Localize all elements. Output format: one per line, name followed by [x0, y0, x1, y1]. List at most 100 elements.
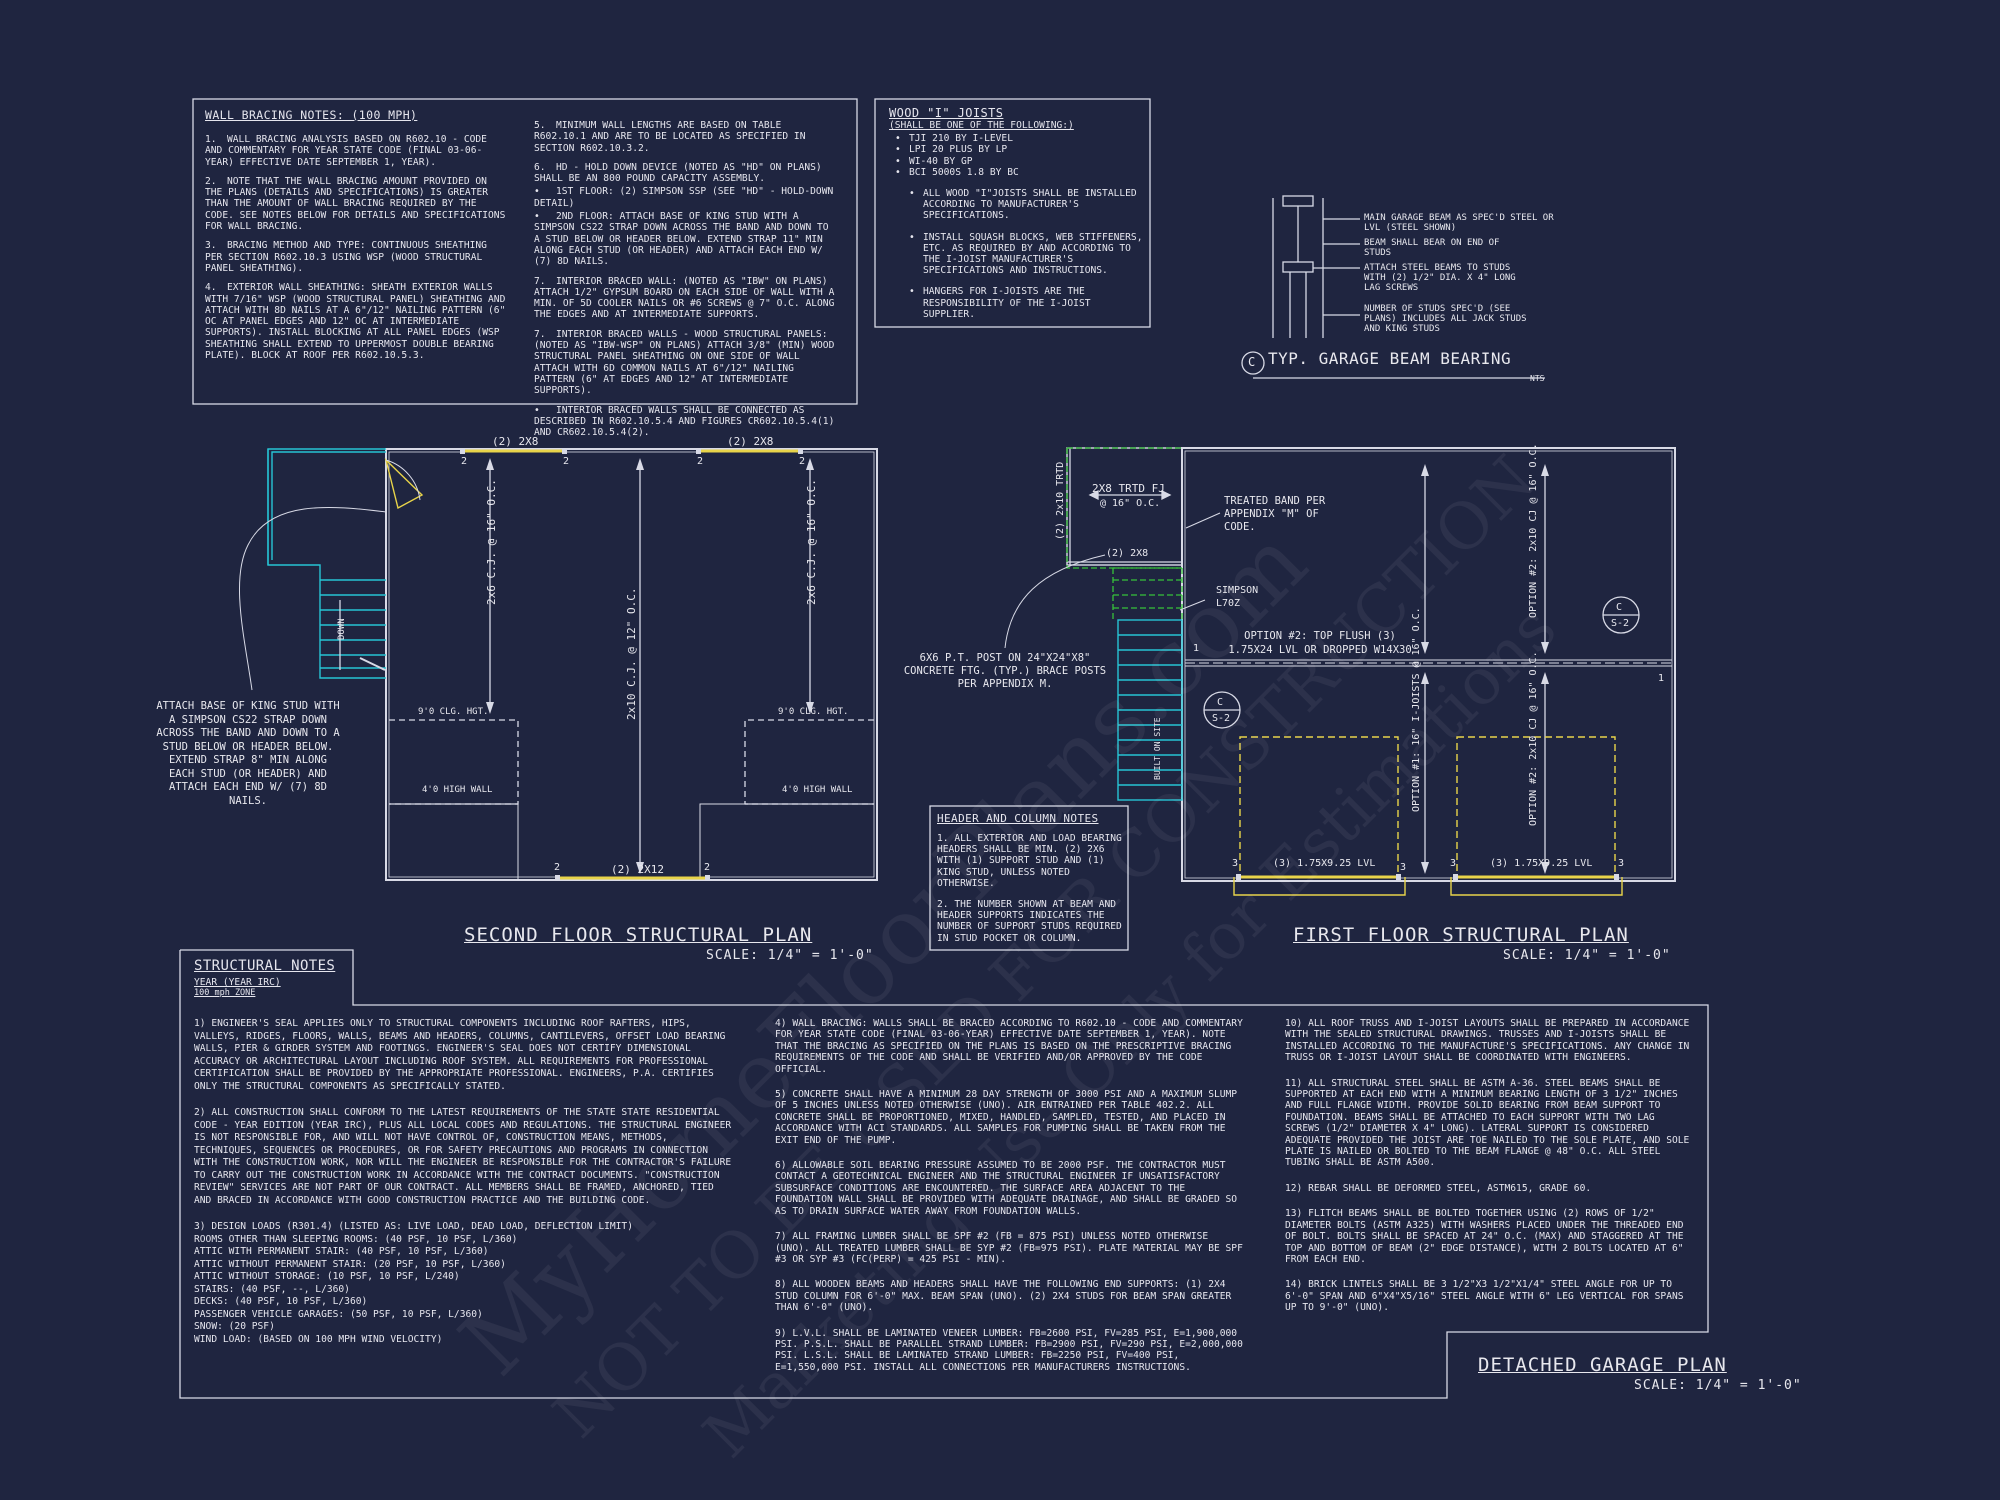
structural-notes-title: STRUCTURAL NOTES: [194, 958, 336, 974]
trtd-fj-label: 2x8 TRTD FJ: [1092, 482, 1165, 495]
beam-detail-title: TYP. GARAGE BEAM BEARING: [1268, 349, 1512, 368]
joist-note: ALL WOOD "I"JOISTS SHALL BE INSTALLED AC…: [909, 188, 1144, 222]
second-floor-title: SECOND FLOOR STRUCTURAL PLAN: [464, 924, 813, 946]
structural-note: 9) L.V.L. SHALL BE LAMINATED VENEER LUMB…: [775, 1327, 1243, 1373]
beam-callout-4: NUMBER OF STUDS SPEC'D (SEE PLANS) INCLU…: [1364, 304, 1527, 334]
joist-notes-border: [874, 98, 1151, 328]
option-left-label: OPTION #1: 16" I-JOISTS @ 16" O.C.: [1411, 607, 1422, 812]
stud-count: 3: [1400, 862, 1407, 873]
joist-note: HANGERS FOR I-JOISTS ARE THE RESPONSIBIL…: [909, 286, 1144, 320]
trtd-vert-label: (2) 2x10 TRTD: [1055, 461, 1066, 540]
design-loads-head: 3) DESIGN LOADS (R301.4) (LISTED AS: LIV…: [194, 1221, 633, 1232]
wall-bracing-note: 1ST FLOOR: (2) SIMPSON SSP (SEE "HD" - H…: [534, 186, 834, 209]
wall-bracing-note: BRACING METHOD AND TYPE: CONTINUOUS SHEA…: [205, 240, 487, 274]
design-load: SNOW: (20 PSF): [194, 1321, 275, 1332]
clg-height-left: 9'0 CLG. HGT.: [418, 707, 489, 717]
structural-notes-zone: 100 mph ZONE: [194, 988, 256, 999]
stud-count: 1: [1193, 643, 1200, 654]
structural-notes-col3: 10) ALL ROOF TRUSS AND I-JOIST LAYOUTS S…: [1285, 1018, 1690, 1324]
option2-beam-note: OPTION #2: TOP FLUSH (3) 1.75x24 LVL OR …: [1228, 630, 1412, 656]
joist-subtitle: (SHALL BE ONE OF THE FOLLOWING:): [889, 120, 1074, 131]
stud-count: 2: [704, 862, 711, 873]
post-footing-note: 6x6 P.T. POST ON 24"x24"x8" CONCRETE FTG…: [903, 652, 1107, 690]
option-right-label: OPTION #2: 2x10 CJ @ 16" O.C.: [1528, 651, 1539, 826]
simpson-note: SIMPSON L70Z: [1216, 585, 1259, 609]
structural-note: 7) ALL FRAMING LUMBER SHALL BE SPF #2 (F…: [775, 1231, 1243, 1265]
stud-count: 2: [697, 456, 704, 467]
first-floor-title: FIRST FLOOR STRUCTURAL PLAN: [1293, 924, 1629, 946]
wall-bracing-note: INTERIOR BRACED WALLS - WOOD STRUCTURAL …: [534, 328, 835, 397]
beam-callout-2: BEAM SHALL BEAR ON END OF STUDS: [1364, 238, 1500, 258]
beam-callout-3: ATTACH STEEL BEAMS TO STUDS WITH (2) 1/2…: [1364, 263, 1516, 293]
header-notes-title: HEADER AND COLUMN NOTES: [937, 812, 1099, 825]
garage-beam-detail: [1241, 195, 1545, 379]
design-load: ATTIC WITH PERMANENT STAIR: (40 PSF, 10 …: [194, 1246, 489, 1257]
second-header-3: (2) 2x12: [611, 863, 664, 876]
tag-sheet-left: S-2: [1212, 713, 1231, 724]
wall-bracing-note: INTERIOR BRACED WALLS SHALL BE CONNECTED…: [534, 404, 835, 439]
lvl-right-label: (3) 1.75x9.25 LVL: [1490, 858, 1593, 869]
structural-note: 4) WALL BRACING: WALLS SHALL BE BRACED A…: [775, 1018, 1243, 1075]
beam-detail-scale: NTS: [1530, 374, 1545, 383]
tag-letter-right: C: [1616, 602, 1623, 613]
design-load: ROOMS OTHER THAN SLEEPING ROOMS: (40 PSF…: [194, 1233, 518, 1245]
wall-bracing-note: MINIMUM WALL LENGTHS ARE BASED ON TABLE …: [534, 120, 806, 154]
structural-note: 2) ALL CONSTRUCTION SHALL CONFORM TO THE…: [194, 1107, 732, 1206]
wall-bracing-note: INTERIOR BRACED WALL: (NOTED AS "IBW" ON…: [534, 275, 835, 321]
treated-band-note: TREATED BAND PER APPENDIX "M" OF CODE.: [1224, 495, 1326, 533]
lvl-left-label: (3) 1.75x9.25 LVL: [1273, 858, 1376, 869]
stud-count: 2: [554, 862, 561, 873]
stud-count: 2: [799, 456, 806, 467]
wall-bracing-note: 2ND FLOOR: ATTACH BASE OF KING STUD WITH…: [534, 211, 829, 268]
stud-count: 3: [1450, 858, 1457, 869]
stud-count: 2: [461, 456, 468, 467]
joist-title: WOOD "I" JOISTS: [889, 106, 1004, 120]
header-notes-border: [929, 805, 1129, 951]
design-load: PASSENGER VEHICLE GARAGES: (50 PSF, 10 P…: [194, 1308, 483, 1320]
wood-joist-notes: WOOD "I" JOISTS (SHALL BE ONE OF THE FOL…: [889, 106, 1144, 320]
wall-bracing-notes: WALL BRACING NOTES: (100 MPH) 1.WALL BRA…: [205, 108, 845, 446]
joist-brand: WI-40 BY GP: [895, 156, 1144, 167]
wall-bracing-left-column: 1.WALL BRACING ANALYSIS BASED ON R602.10…: [205, 134, 506, 362]
structural-notes-code: YEAR (YEAR IRC): [194, 977, 281, 988]
structural-note: 8) ALL WOODEN BEAMS AND HEADERS SHALL HA…: [775, 1279, 1232, 1314]
design-load: STAIRS: (40 PSF, --, L/360): [194, 1283, 350, 1295]
wall-bracing-right-column: 5.MINIMUM WALL LENGTHS ARE BASED ON TABL…: [534, 120, 835, 439]
wall-bracing-note: HD - HOLD DOWN DEVICE (NOTED AS "HD" ON …: [534, 161, 822, 185]
joist-brand: TJI 210 BY I-LEVEL: [895, 133, 1144, 144]
structural-note: 6) ALLOWABLE SOIL BEARING PRESSURE ASSUM…: [775, 1160, 1238, 1217]
design-load: DECKS: (40 PSF, 10 PSF, L/360): [194, 1296, 368, 1307]
stud-count: 2: [563, 456, 570, 467]
joist-label-mid: 2x10 C.J. @ 12" O.C.: [625, 587, 638, 720]
joist-note: INSTALL SQUASH BLOCKS, WEB STIFFENERS, E…: [909, 232, 1144, 277]
trtd-spacing-label: @ 16" O.C.: [1100, 498, 1161, 509]
tag-sheet-right: S-2: [1611, 618, 1630, 629]
second-floor-walls: [385, 448, 878, 881]
second-header-2: (2) 2x8: [727, 435, 774, 448]
structural-note: 11) ALL STRUCTURAL STEEL SHALL BE ASTM A…: [1285, 1077, 1690, 1169]
stair-built-label: BUILT ON SITE: [1153, 717, 1162, 780]
joist-brand-list: TJI 210 BY I-LEVEL LPI 20 PLUS BY LP WI-…: [889, 133, 1144, 178]
second-header-1: (2) 2x8: [492, 435, 539, 448]
structural-note: 14) BRICK LINTELS SHALL BE 3 1/2"x3 1/2"…: [1285, 1279, 1684, 1314]
header-note: 1. ALL EXTERIOR AND LOAD BEARING HEADERS…: [937, 833, 1122, 889]
band-header-label: (2) 2x8: [1106, 548, 1149, 559]
structural-note: 5) CONCRETE SHALL HAVE A MINIMUM 28 DAY …: [775, 1089, 1238, 1146]
joist-note-list: ALL WOOD "I"JOISTS SHALL BE INSTALLED AC…: [889, 188, 1144, 320]
knee-wall-left: 4'0 HIGH WALL: [422, 785, 493, 795]
first-floor-scale: SCALE: 1/4" = 1'-0": [1503, 948, 1671, 963]
design-load: WIND LOAD: (BASED ON 100 MPH WIND VELOCI…: [194, 1333, 443, 1345]
structural-note: 13) FLITCH BEAMS SHALL BE BOLTED TOGETHE…: [1285, 1208, 1684, 1265]
clg-height-right: 9'0 CLG. HGT.: [778, 707, 849, 717]
stud-count: 3: [1232, 858, 1239, 869]
design-load: ATTIC WITHOUT PERMANENT STAIR: (20 PSF, …: [194, 1258, 506, 1270]
option-top-label: OPTION #2: 2x10 CJ @ 16" O.C.: [1528, 443, 1539, 618]
design-load: ATTIC WITHOUT STORAGE: (10 PSF, 10 PSF, …: [194, 1271, 460, 1282]
second-floor-stair: [267, 448, 386, 679]
structural-notes-col1: 1) ENGINEER'S SEAL APPLIES ONLY TO STRUC…: [194, 1018, 734, 1346]
beam-detail-tag: C: [1248, 355, 1256, 369]
header-column-notes: HEADER AND COLUMN NOTES 1. ALL EXTERIOR …: [937, 812, 1123, 944]
joist-label-right: 2x6 C.J. @ 16" O.C.: [805, 479, 818, 605]
strap-callout: ATTACH BASE OF KING STUD WITH A SIMPSON …: [156, 700, 340, 807]
